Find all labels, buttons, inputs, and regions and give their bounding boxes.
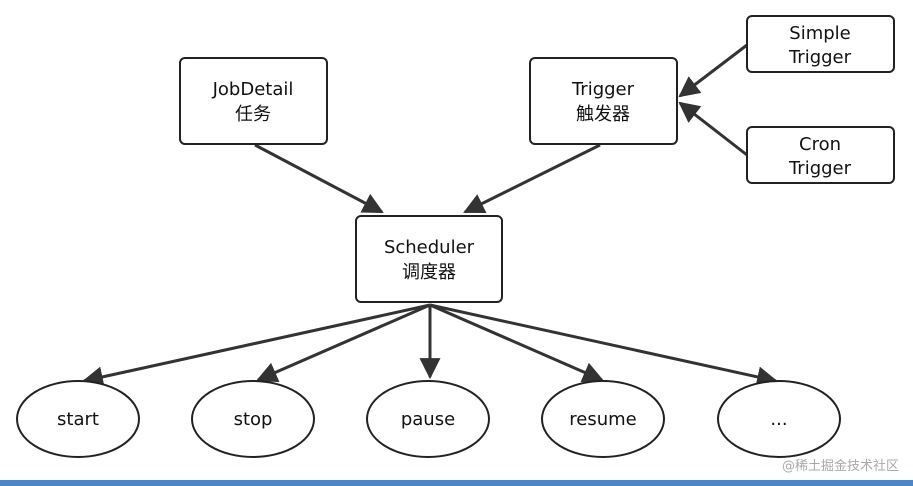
node-start: start [16,380,140,458]
node-simple-trigger-line1: Simple [789,23,850,44]
node-more-label: ... [770,409,787,430]
node-cron-trigger: Cron Trigger [746,126,895,184]
node-scheduler-line2: 调度器 [402,262,456,283]
edge-jobdetail-to-scheduler [254,143,384,214]
edge-cron-trigger-to-trigger [678,101,748,157]
edge-scheduler-to-stop [256,303,431,383]
node-simple-trigger: Simple Trigger [746,15,895,73]
node-scheduler-line1: Scheduler [384,237,475,258]
node-pause: pause [366,380,490,458]
node-stop-label: stop [234,409,273,430]
edge-scheduler-to-more [429,303,779,388]
node-jobdetail-line1: JobDetail [212,79,294,100]
node-stop: stop [191,380,315,458]
node-scheduler: Scheduler 调度器 [355,215,503,303]
node-resume-label: resume [569,409,636,430]
node-resume: resume [541,380,665,458]
node-trigger: Trigger 触发器 [529,57,678,145]
node-trigger-line1: Trigger [571,79,635,100]
bottom-border-bar [0,480,913,486]
edge-scheduler-to-resume [429,303,604,383]
edges [81,43,779,388]
node-more: ... [717,380,841,458]
edge-trigger-to-scheduler [463,143,601,214]
node-cron-trigger-line1: Cron [799,134,841,155]
node-simple-trigger-line2: Trigger [788,47,852,68]
node-jobdetail-line2: 任务 [235,104,271,125]
site-watermark: @稀土掘金技术社区 [781,459,899,474]
node-trigger-line2: 触发器 [576,104,630,125]
node-pause-label: pause [401,409,455,430]
edge-scheduler-to-start [81,303,431,388]
node-start-label: start [57,409,99,430]
node-jobdetail: JobDetail 任务 [179,57,328,145]
edge-simple-trigger-to-trigger [678,43,748,98]
node-cron-trigger-line2: Trigger [788,158,852,179]
